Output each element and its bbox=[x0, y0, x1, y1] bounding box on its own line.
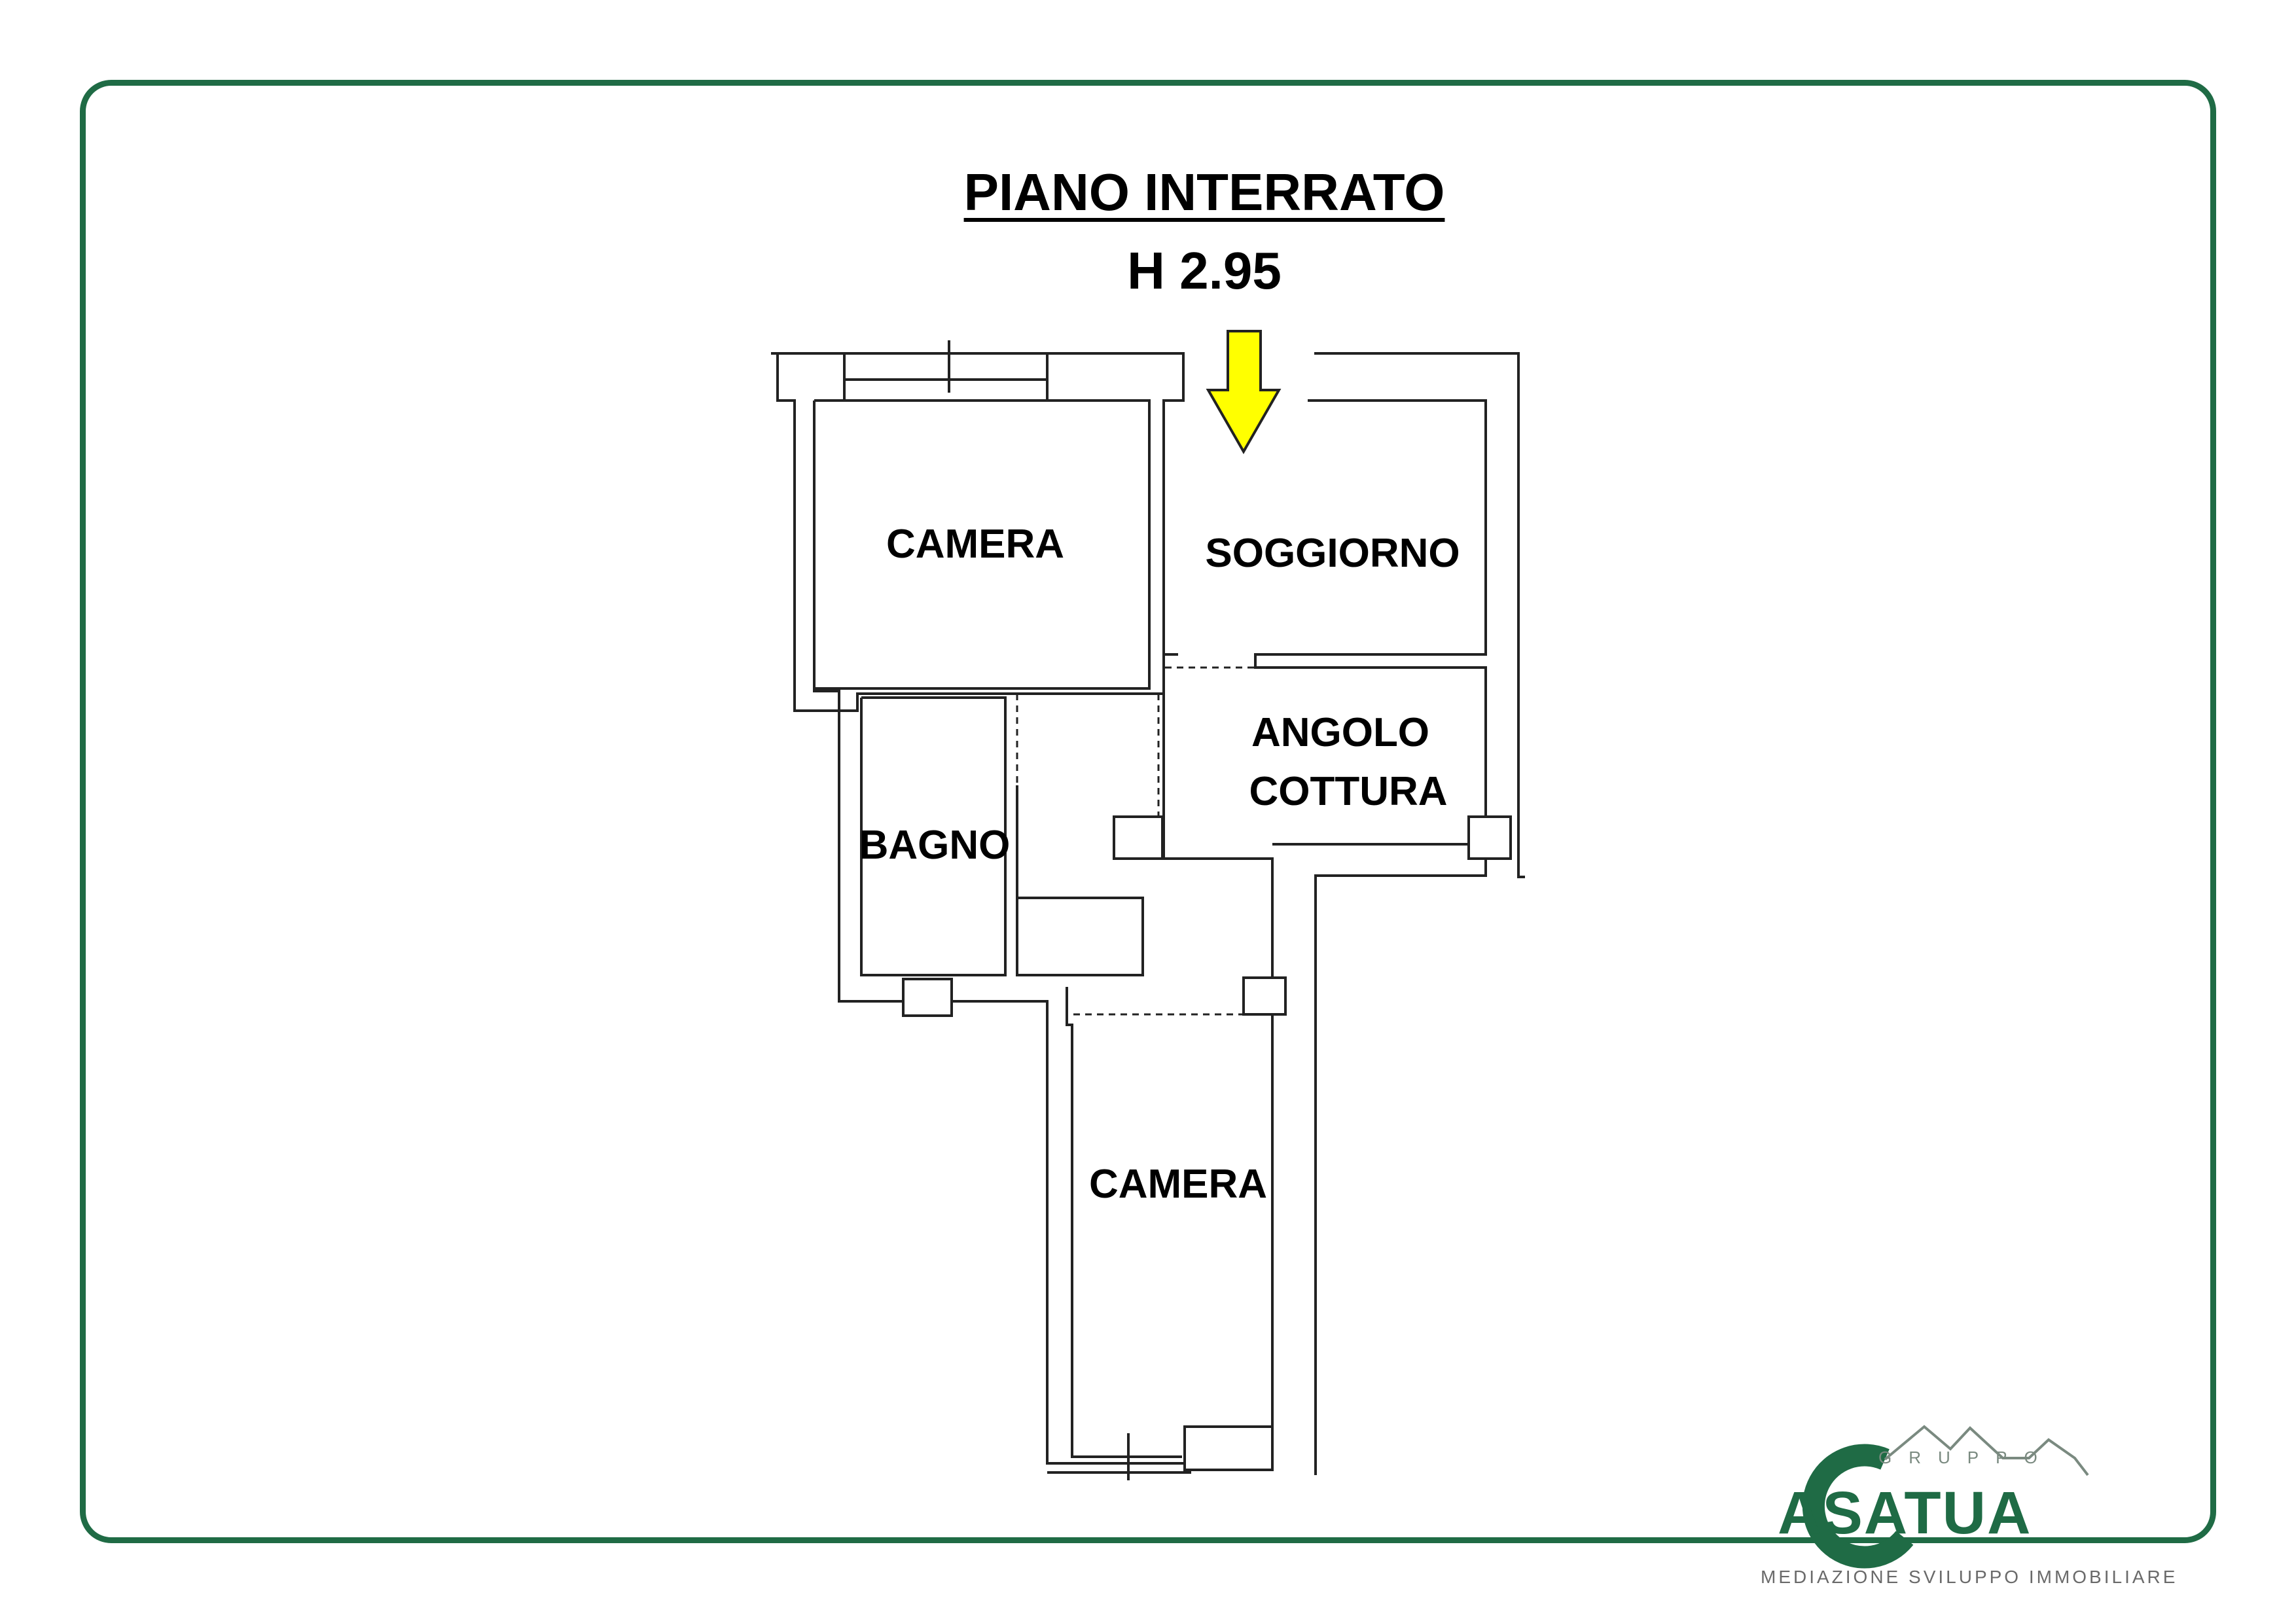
ceiling-height-label: H 2.95 bbox=[1127, 241, 1282, 300]
wall-right-outer bbox=[1314, 352, 1525, 878]
wall-outer-left bbox=[771, 352, 1185, 712]
walls bbox=[771, 340, 1525, 1480]
room-label-cottura: COTTURA bbox=[1249, 769, 1447, 814]
room-labels: CAMERA SOGGIORNO ANGOLO COTTURA BAGNO CA… bbox=[859, 522, 1460, 1207]
pillar bbox=[1242, 976, 1287, 1016]
entry-arrow-icon bbox=[1206, 330, 1282, 455]
room-label-bagno: BAGNO bbox=[859, 823, 1011, 868]
pillar bbox=[1113, 815, 1164, 860]
pillar bbox=[1467, 815, 1512, 860]
logo-wordmark: ASATUA bbox=[1778, 1480, 2032, 1546]
pillars bbox=[902, 815, 1512, 1017]
entry-arrow bbox=[1206, 330, 1282, 455]
logo-rooftops bbox=[1884, 1425, 2089, 1476]
page-frame bbox=[80, 80, 2216, 1543]
wall-camera-bottom-outer bbox=[1046, 1013, 1183, 1465]
room-label-angolo: ANGOLO bbox=[1251, 710, 1429, 755]
wall-right-inner bbox=[1254, 399, 1487, 818]
wall-kitchen-bottom bbox=[1272, 843, 1487, 1475]
wall-camera-bottom-inner bbox=[1066, 987, 1182, 1458]
wall-inner-left bbox=[813, 401, 1049, 1016]
pillar bbox=[902, 978, 953, 1017]
room-label-camera-bottom: CAMERA bbox=[1089, 1162, 1267, 1207]
room-label-soggiorno: SOGGIORNO bbox=[1205, 531, 1460, 576]
wall-camera-top bbox=[814, 399, 1151, 690]
window-top bbox=[843, 353, 1049, 402]
wall-soggiorno-left bbox=[1162, 401, 1178, 656]
logo-swirl-icon bbox=[1802, 1444, 1914, 1569]
wall-bagno bbox=[860, 696, 1007, 976]
wall-corridor bbox=[1016, 785, 1144, 976]
door-lines bbox=[1016, 666, 1257, 1016]
logo-graphic bbox=[1802, 1444, 1914, 1569]
logo-tagline: MEDIAZIONE SVILUPPO IMMOBILIARE bbox=[1761, 1567, 2178, 1587]
room-label-camera-top: CAMERA bbox=[886, 522, 1064, 567]
plan-title: PIANO INTERRATO bbox=[963, 163, 1445, 221]
logo-gruppo: GRUPPO bbox=[1878, 1448, 2054, 1467]
